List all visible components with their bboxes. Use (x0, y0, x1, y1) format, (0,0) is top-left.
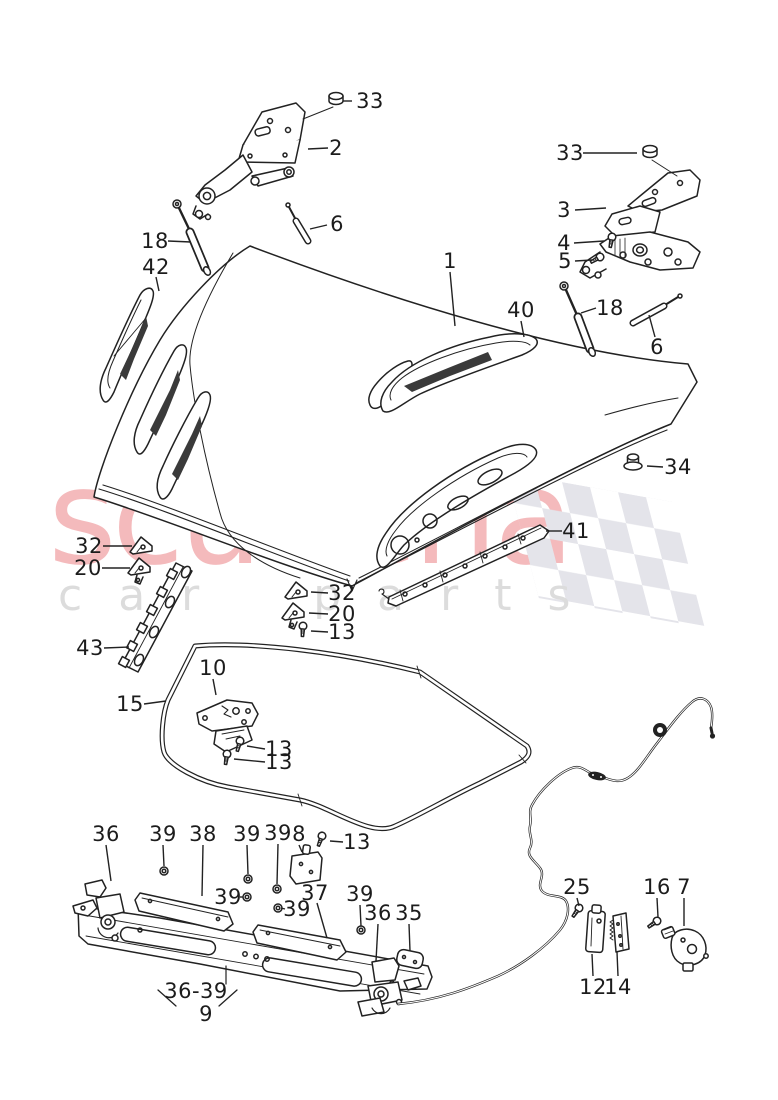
leader-line-39 (280, 907, 286, 910)
leader-line-6 (309, 224, 328, 230)
leader-line-3 (574, 207, 607, 211)
wedge-20-mid (281, 602, 305, 630)
leader-line-36 (375, 923, 379, 962)
support-rod-left (285, 202, 312, 245)
bonnet-seal (159, 642, 532, 832)
leader-line-13 (310, 630, 329, 633)
mount-strip-43 (117, 562, 193, 673)
leader-line-5 (574, 259, 593, 262)
leader-line-37 (316, 902, 328, 939)
leader-line-39 (359, 904, 362, 927)
hinge-assembly-right (579, 159, 701, 279)
bonnet-panel (93, 245, 698, 592)
grommet-34 (623, 453, 643, 471)
leader-line-35 (408, 923, 411, 952)
latch-right-36 (357, 957, 422, 1017)
hood-vent-cutout-detail (376, 443, 538, 569)
leader-line-39 (162, 844, 165, 867)
leader-line-10 (212, 678, 217, 696)
leader-line-18 (167, 240, 192, 243)
leader-line-32 (310, 591, 329, 594)
leader-line-38 (201, 844, 204, 897)
leader-line-6 (648, 314, 656, 338)
leader-line-36 (105, 844, 112, 882)
leader-line-13 (329, 840, 344, 843)
leader-line-14 (616, 951, 619, 977)
leader-line-42 (155, 276, 160, 292)
vent-trim-right (380, 333, 538, 413)
release-cable (396, 697, 716, 1006)
latch-left-36 (72, 879, 125, 942)
cover-strip-37 (252, 924, 347, 961)
leader-line-13 (246, 745, 266, 750)
lock-carrier-bar (77, 905, 433, 995)
gas-strut-left (172, 199, 212, 276)
leader-line-2 (307, 147, 329, 150)
leader-line-12 (591, 953, 594, 977)
leader-line-20 (308, 612, 329, 615)
leader-line-34 (646, 465, 664, 468)
gas-strut-right (559, 281, 597, 358)
vent-trim-left (99, 287, 155, 403)
group-bracket-36-39 (157, 989, 238, 1007)
bracket-12 (585, 904, 606, 954)
leader-line-40 (520, 320, 525, 338)
cover-strip-38 (134, 892, 234, 932)
hinge-assembly-left (192, 102, 334, 221)
wedge-20-left (127, 557, 151, 585)
seal-strip-41 (378, 524, 550, 607)
leader-line-8 (298, 844, 303, 853)
release-lever-7 (660, 925, 709, 972)
support-rod-right (629, 293, 683, 327)
leader-line-4 (573, 240, 605, 244)
leader-line-43 (103, 646, 130, 649)
leader-line-16 (656, 897, 659, 918)
hood-vent-opening-left (133, 344, 212, 500)
leader-line-39 (276, 843, 279, 885)
catch-14 (609, 912, 630, 953)
leader-line-13 (233, 758, 266, 763)
buffer-bracket-8 (289, 844, 323, 885)
leader-line-15 (143, 700, 167, 705)
leader-line-1 (449, 271, 456, 327)
leader-line-25 (576, 897, 580, 907)
leader-line-39 (246, 844, 249, 875)
leader-line-18 (580, 307, 597, 314)
brand-watermark-subtext: car parts (58, 570, 607, 621)
pad-35 (395, 948, 425, 970)
striker-plate-10 (196, 699, 259, 753)
